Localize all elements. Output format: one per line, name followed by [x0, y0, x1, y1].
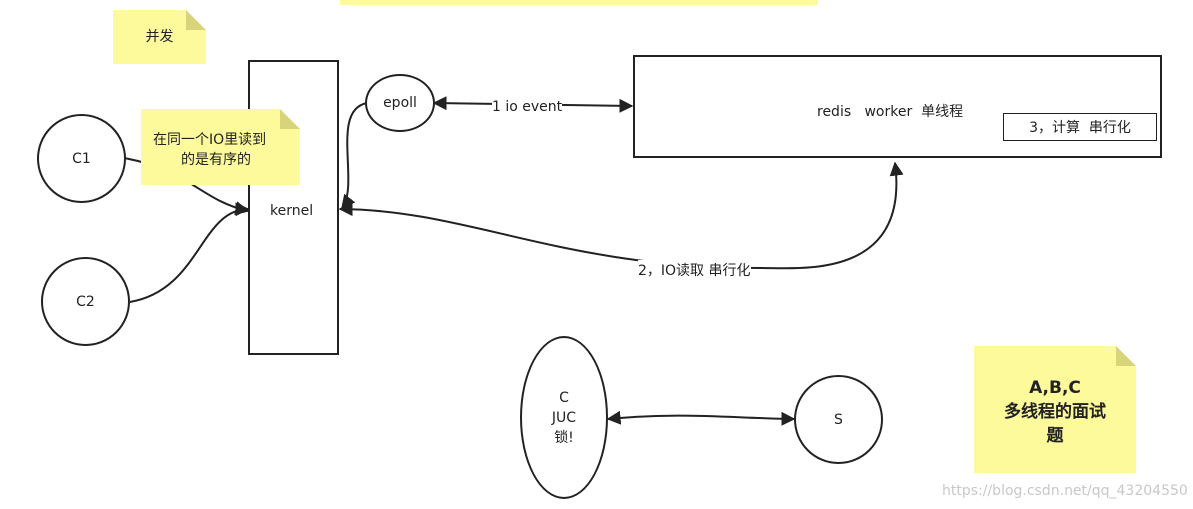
epoll-to-kernel-edge — [341, 102, 368, 210]
kernel-box: kernel — [248, 60, 339, 355]
juc-lock-node: C JUC 锁! — [520, 336, 608, 499]
io-event-label: 1 io event — [492, 99, 563, 115]
epoll-node: epoll — [365, 74, 435, 132]
interview-question-note: A,B,C 多线程的面试 题 — [974, 346, 1136, 473]
io-read-serial-label: 2，IO读取 串行化 — [638, 260, 751, 280]
concurrency-note: 并发 — [113, 10, 206, 64]
client-c1-node: C1 — [37, 114, 126, 203]
note-fold — [186, 10, 206, 30]
server-s-node: S — [794, 375, 883, 464]
redis-to-kernel-edge — [338, 161, 904, 270]
redis-worker-label: redis worker 单线程 — [817, 104, 964, 120]
top-banner-note — [340, 0, 818, 5]
kernel-label: kernel — [270, 203, 314, 219]
watermark-text: https://blog.csdn.net/qq_43204550 — [942, 483, 1188, 499]
client-c2-node: C2 — [41, 257, 130, 346]
ordering-note: 在同一个IO里读到 的是有序的 — [141, 109, 300, 185]
redis-worker-box: redis worker 单线程 3，计算 串行化 — [633, 55, 1162, 158]
c2-to-kernel-edge — [129, 202, 250, 303]
note-fold — [280, 109, 300, 129]
note-fold — [1116, 346, 1136, 366]
juc-s-edge — [606, 410, 796, 426]
compute-serial-box: 3，计算 串行化 — [1003, 113, 1157, 141]
